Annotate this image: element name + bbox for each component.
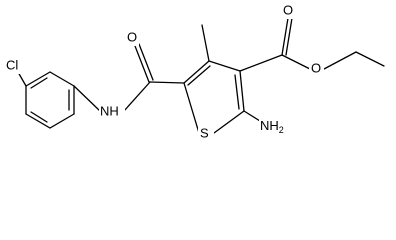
amide-nh-label: NH <box>100 103 119 118</box>
amino-nh-text: NH <box>260 118 279 133</box>
c-cl-bond <box>17 71 27 87</box>
chlorine-label: Cl <box>6 57 18 72</box>
ester-group <box>239 17 385 72</box>
carbonyl-c5-bond <box>149 81 185 84</box>
thiophene-ring <box>183 60 245 134</box>
amide-oxygen-label: O <box>127 29 137 44</box>
ester-oxygen-label: O <box>311 60 321 75</box>
n-carbonyl-bond <box>123 81 151 112</box>
amino-subscript: 2 <box>279 125 284 135</box>
structure-svg: Cl NH O O O S NH2 <box>6 2 385 141</box>
methyl-bond <box>201 24 210 62</box>
ester-carbonyl-oxygen-label: O <box>283 2 293 17</box>
chlorophenyl-ring <box>25 71 75 129</box>
amino-label: NH2 <box>260 118 284 135</box>
ring-n-bond <box>73 85 101 112</box>
amide-carbonyl <box>134 43 154 83</box>
molecule-diagram: Cl NH O O O S NH2 <box>6 2 385 141</box>
sulfur-label: S <box>200 125 209 140</box>
